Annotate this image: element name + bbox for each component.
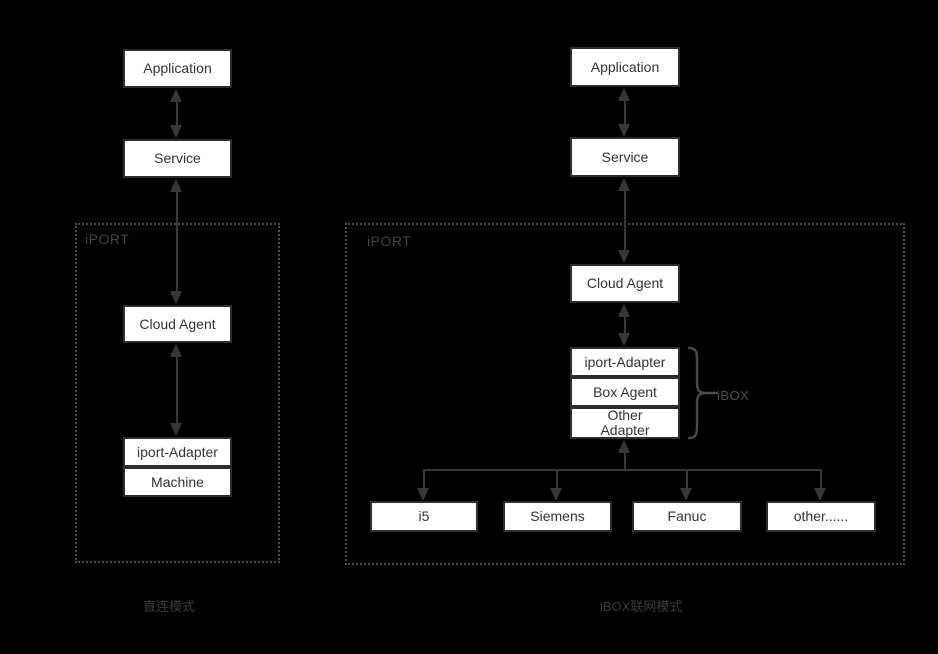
iport-region-label-left: iPORT (85, 231, 130, 247)
connector-line (423, 469, 822, 471)
connector-line (624, 451, 626, 471)
node-label: Service (154, 150, 201, 166)
arrowhead-up-icon (618, 304, 630, 317)
node-label: i5 (418, 508, 430, 524)
node-label: Application (143, 60, 212, 76)
arrowhead-up-icon (170, 344, 182, 357)
arrowhead-up-icon (170, 89, 182, 102)
caption-left: 直连模式 (143, 599, 196, 614)
connector-line (820, 469, 822, 490)
node-machine-siemens: Siemens (503, 501, 612, 532)
node-box-agent: Box Agent (570, 377, 680, 407)
connector-line (176, 355, 178, 425)
node-label: other...... (793, 508, 849, 524)
node-machine-i5: i5 (370, 501, 478, 532)
node-service-right: Service (570, 137, 680, 177)
arrowhead-down-icon (417, 488, 429, 501)
node-machine-fanuc: Fanuc (632, 501, 742, 532)
connector-line (176, 190, 178, 293)
node-other-adapter: Other Adapter (570, 407, 680, 439)
arrowhead-down-icon (680, 488, 692, 501)
arrowhead-down-icon (170, 423, 182, 436)
node-label: iport-Adapter (584, 353, 666, 370)
node-label: Machine (151, 473, 204, 490)
connector-line (624, 189, 626, 252)
arrowhead-down-icon (618, 250, 630, 263)
connector-line (624, 99, 626, 126)
node-iport-adapter-right: iport-Adapter (570, 347, 680, 377)
arrowhead-down-icon (618, 333, 630, 346)
node-application-right: Application (570, 47, 680, 87)
connector-line (686, 469, 688, 490)
arrowhead-down-icon (170, 125, 182, 138)
node-label: Application (590, 58, 660, 75)
node-label: Other Adapter (600, 407, 650, 438)
arrowhead-up-icon (618, 178, 630, 191)
arrowhead-up-icon (618, 88, 630, 101)
node-label: Siemens (530, 508, 585, 524)
node-label: Service (601, 148, 649, 165)
node-service-left: Service (123, 139, 232, 178)
arrowhead-down-icon (170, 291, 182, 304)
connector-line (176, 100, 178, 127)
node-machine-other: other...... (766, 501, 876, 532)
node-cloud-agent-right: Cloud Agent (570, 264, 680, 303)
arrowhead-down-icon (618, 124, 630, 137)
node-iport-adapter-left: iport-Adapter (123, 437, 232, 467)
connector-line (423, 469, 425, 490)
arrowhead-down-icon (550, 488, 562, 501)
node-label: iport-Adapter (137, 443, 218, 460)
node-label: Box Agent (593, 383, 657, 400)
node-application-left: Application (123, 49, 232, 88)
connector-line (556, 469, 558, 490)
node-label: Cloud Agent (139, 315, 216, 332)
arrowhead-down-icon (814, 488, 826, 501)
arrowhead-up-icon (618, 440, 630, 453)
node-cloud-agent-left: Cloud Agent (123, 305, 232, 343)
curly-brace-icon (687, 346, 719, 440)
connector-line (624, 315, 626, 335)
caption-right: iBOX联网模式 (600, 599, 683, 614)
node-label: Cloud Agent (586, 275, 664, 291)
node-machine-left: Machine (123, 467, 232, 497)
node-label: Fanuc (667, 508, 707, 524)
arrowhead-up-icon (170, 179, 182, 192)
iport-region-label-right: iPORT (367, 233, 412, 249)
ibox-brace-label: iBOX (717, 388, 750, 403)
